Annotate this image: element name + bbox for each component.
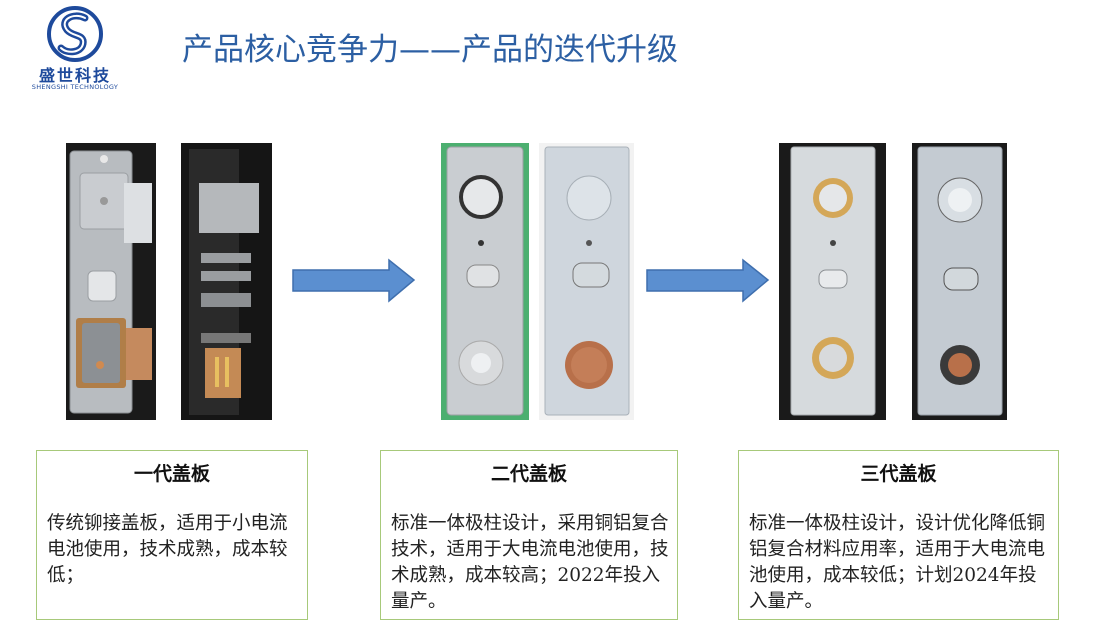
gen1-card-title: 一代盖板 — [133, 463, 210, 485]
gen3-card: 三代盖板 标准一体极柱设计，设计优化降低铜铝复合材料应用率，适用于大电流电池使用… — [738, 450, 1059, 620]
gen1-card: 一代盖板 传统铆接盖板，适用于小电流电池使用，技术成熟，成本较低； — [36, 450, 308, 620]
gen2-cover-plate-top-photo — [441, 143, 529, 420]
gen3-card-title: 三代盖板 — [860, 463, 937, 485]
gen1-cover-plate-bottom-photo — [181, 143, 272, 420]
arrow-right-icon — [646, 258, 770, 303]
logo-name-cn: 盛世科技 — [38, 66, 111, 85]
page-title: 产品核心竞争力——产品的迭代升级 — [182, 32, 678, 68]
gen2-card-description: 标准一体极柱设计，采用铜铝复合技术，适用于大电流电池使用，技术成熟，成本较高；2… — [391, 513, 669, 612]
gen2-card: 二代盖板 标准一体极柱设计，采用铜铝复合技术，适用于大电流电池使用，技术成熟，成… — [380, 450, 678, 620]
company-logo: 盛世科技 SHENGSHI TECHNOLOGY — [20, 6, 130, 91]
gen3-cover-plate-bottom-photo — [912, 143, 1007, 420]
arrow-right-icon — [292, 258, 416, 303]
logo-name-en: SHENGSHI TECHNOLOGY — [31, 83, 119, 91]
gen1-card-description: 传统铆接盖板，适用于小电流电池使用，技术成熟，成本较低； — [47, 513, 288, 586]
logo-mark-icon — [47, 6, 103, 62]
gen3-card-description: 标准一体极柱设计，设计优化降低铜铝复合材料应用率，适用于大电流电池使用，成本较低… — [749, 513, 1046, 612]
gen2-card-title: 二代盖板 — [490, 463, 567, 485]
gen2-cover-plate-bottom-photo — [539, 143, 634, 420]
gen1-cover-plate-top-photo — [66, 143, 156, 420]
gen3-cover-plate-top-photo — [779, 143, 886, 420]
